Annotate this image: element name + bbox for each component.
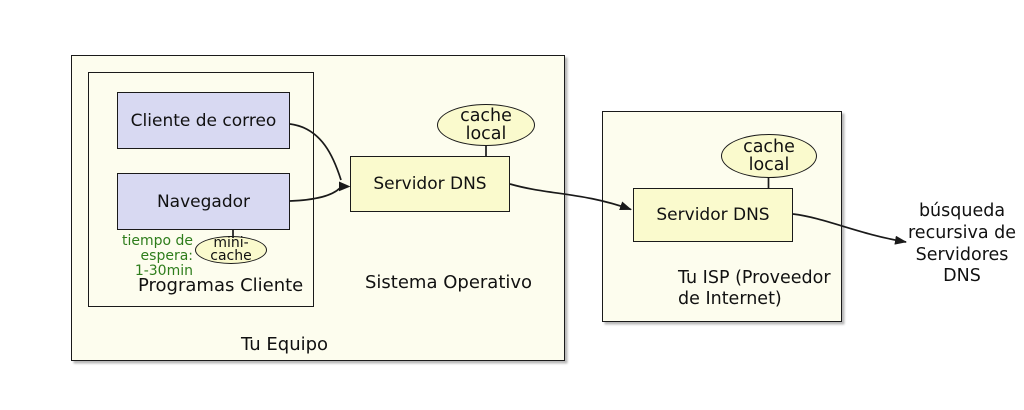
cache-local-os-ellipse: cache local — [437, 104, 535, 146]
cliente-de-correo-box: Cliente de correo — [117, 92, 290, 149]
servidor-dns-os-box: Servidor DNS — [350, 156, 510, 212]
servidor-dns-os-label: Servidor DNS — [373, 174, 487, 194]
navegador-box: Navegador — [117, 173, 290, 230]
sistema-operativo-label: Sistema Operativo — [365, 272, 533, 293]
cache-local-isp-ellipse: cache local — [721, 134, 817, 178]
tu-equipo-label: Tu Equipo — [241, 334, 329, 355]
isp-label: Tu ISP (Proveedor de Internet) — [678, 268, 831, 309]
busqueda-recursiva-note: búsqueda recursiva de Servidores DNS — [908, 201, 1016, 287]
servidor-dns-isp-box: Servidor DNS — [633, 188, 793, 242]
tiempo-espera-note: tiempo de espera: 1-30min — [121, 233, 193, 279]
programas-cliente-label: Programas Cliente — [138, 275, 304, 296]
navegador-label: Navegador — [156, 191, 251, 212]
servidor-dns-isp-label: Servidor DNS — [656, 205, 770, 225]
cliente-de-correo-label: Cliente de correo — [130, 110, 277, 131]
mini-cache-ellipse: mini- cache — [195, 236, 267, 264]
